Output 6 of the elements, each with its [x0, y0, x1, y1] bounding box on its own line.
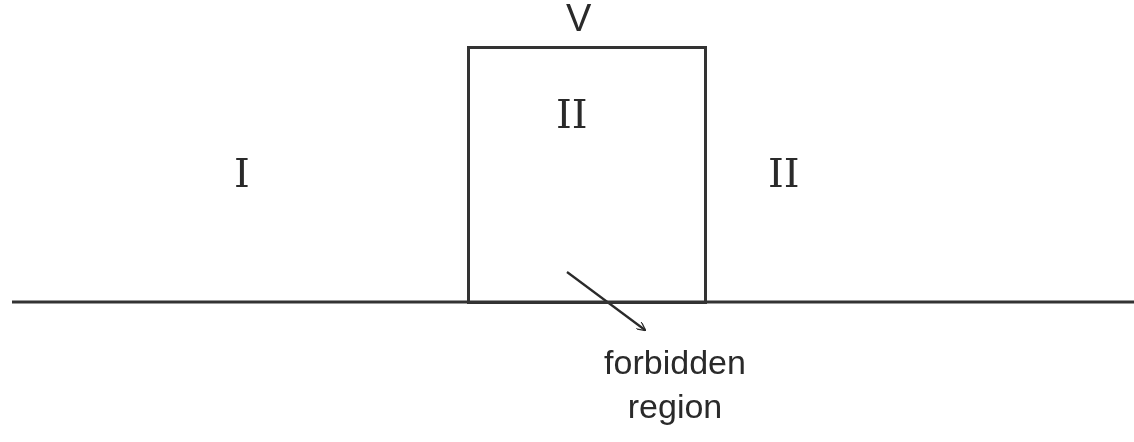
region-label: II — [556, 91, 588, 137]
region-label: I — [234, 150, 250, 196]
potential-label: V — [566, 0, 592, 40]
annotation-text: forbidden region — [603, 342, 747, 427]
region-label: II — [768, 150, 800, 196]
arrow — [566, 271, 647, 332]
